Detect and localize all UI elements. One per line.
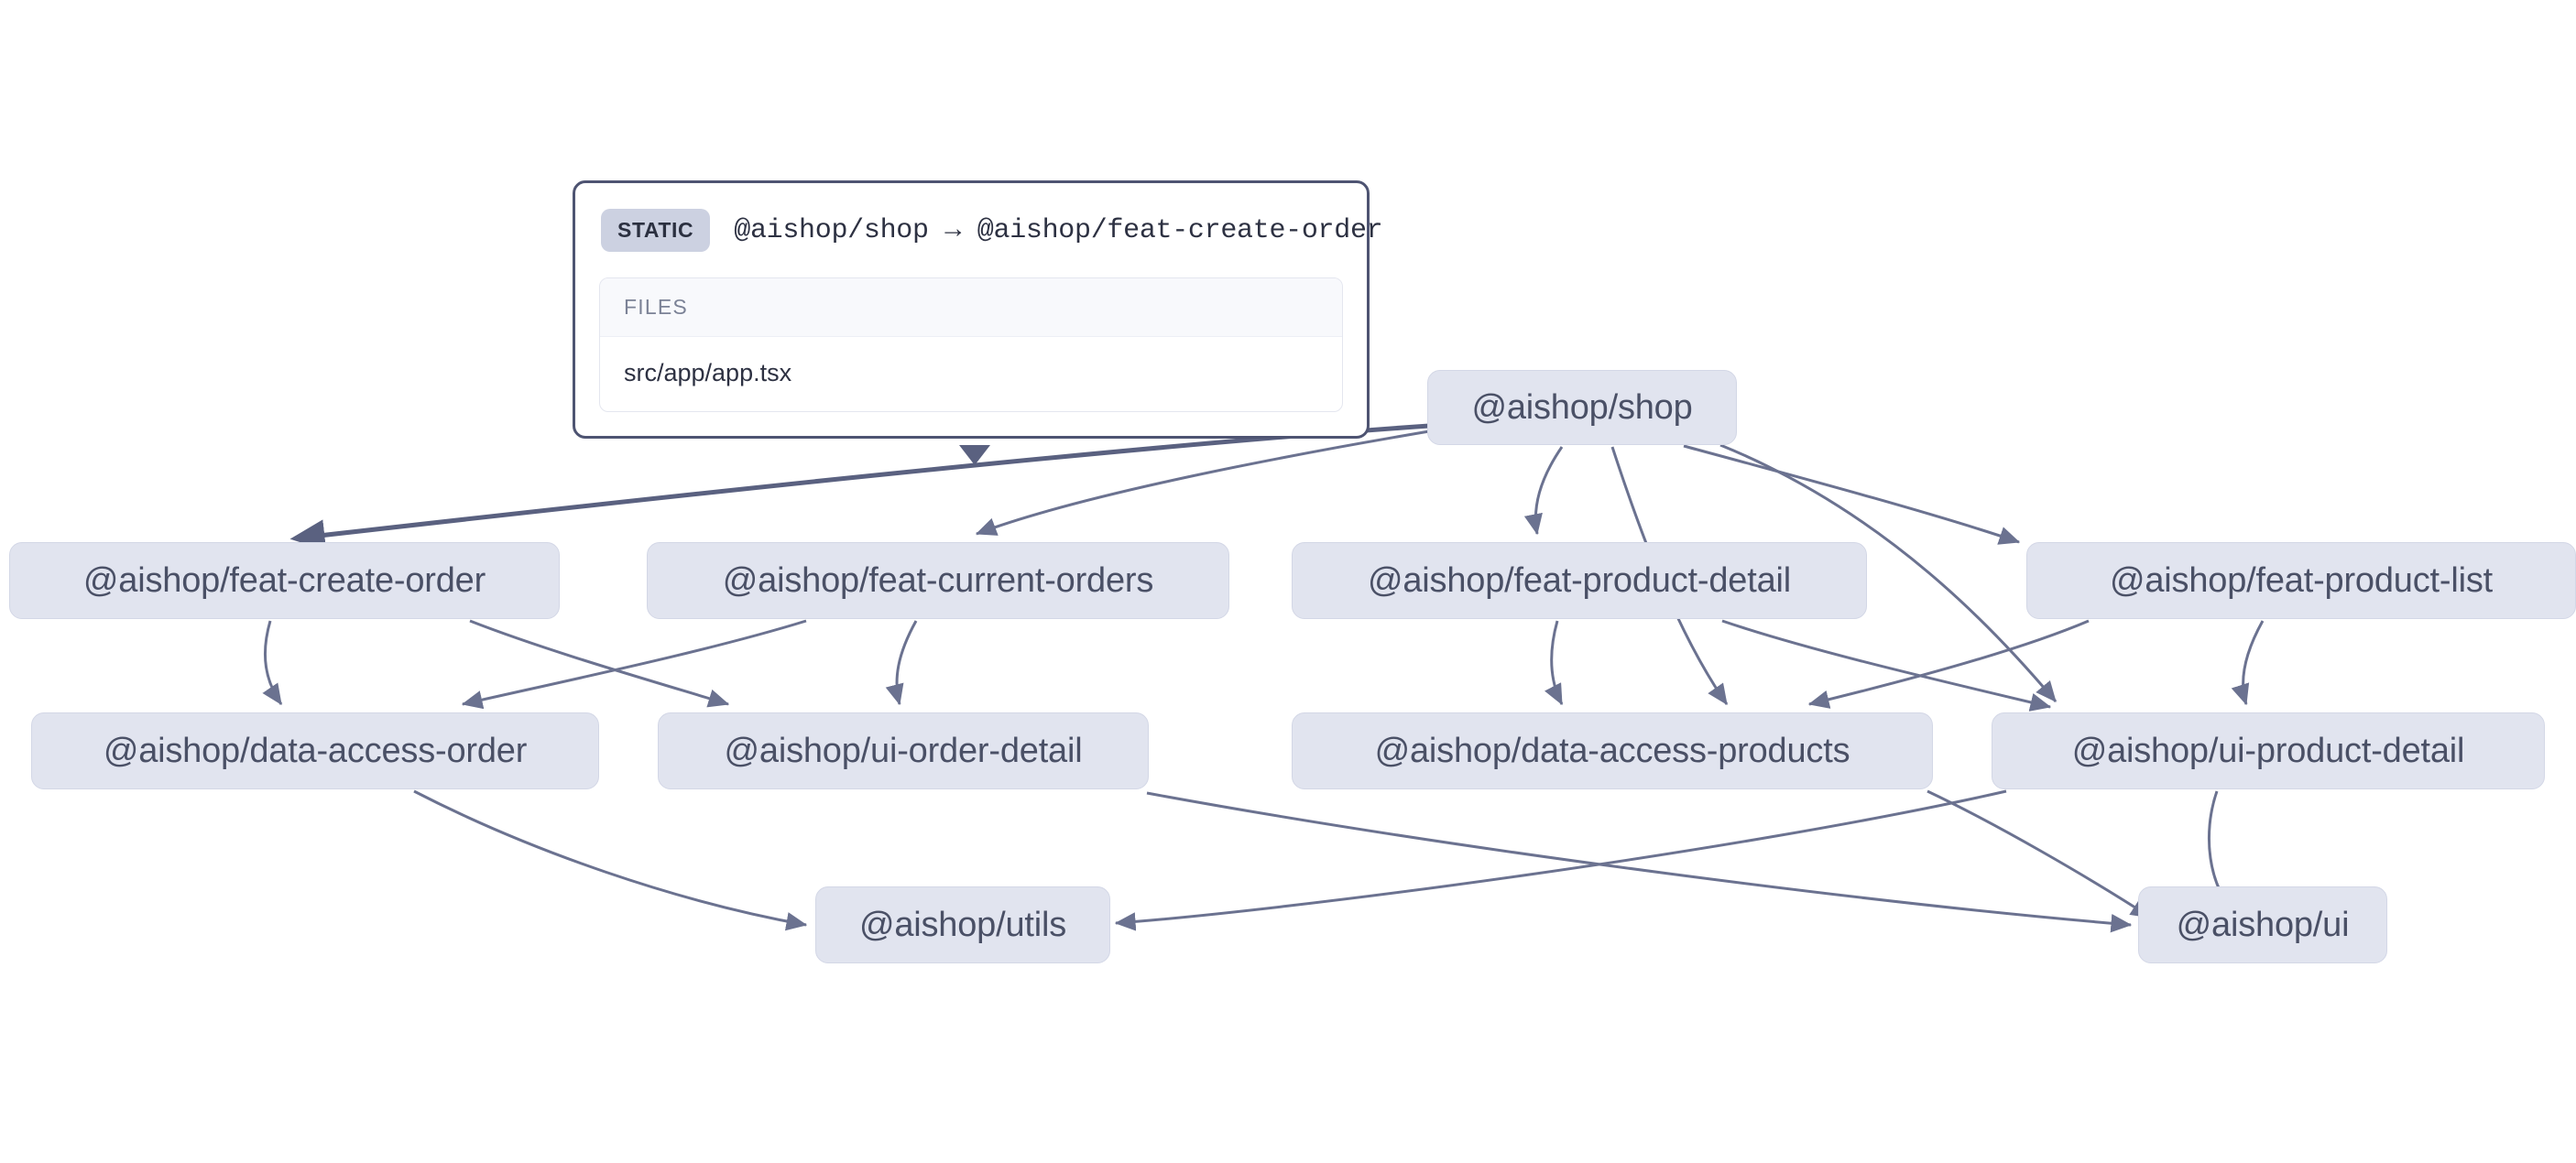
edge-data-access-order-utils bbox=[413, 789, 808, 931]
node-feat-current-orders[interactable]: @aishop/feat-current-orders bbox=[647, 542, 1229, 619]
edge-shop-feat-product-detail bbox=[1523, 446, 1564, 536]
file-list-item[interactable]: src/app/app.tsx bbox=[624, 359, 792, 386]
tooltip-pointer-icon bbox=[959, 445, 990, 465]
edge-feat-product-detail-data-access-products bbox=[1544, 620, 1564, 706]
edge-ui-order-detail-ui bbox=[1146, 791, 2133, 933]
edge-shop-feat-product-list bbox=[1683, 444, 2021, 545]
edge-data-access-products-ui bbox=[1927, 789, 2153, 919]
node-data-access-products[interactable]: @aishop/data-access-products bbox=[1292, 712, 1933, 789]
files-header: FILES bbox=[600, 278, 1342, 337]
node-label: @aishop/feat-create-order bbox=[82, 560, 486, 600]
node-label: @aishop/shop bbox=[1471, 387, 1693, 427]
node-utils[interactable]: @aishop/utils bbox=[815, 886, 1110, 963]
node-label: @aishop/feat-product-detail bbox=[1368, 560, 1791, 600]
tooltip-header: STATIC @aishop/shop → @aishop/feat-creat… bbox=[599, 205, 1383, 252]
edge-feat-product-list-ui-product-detail bbox=[2231, 620, 2265, 706]
node-shop[interactable]: @aishop/shop bbox=[1427, 370, 1737, 445]
node-label: @aishop/feat-product-list bbox=[2110, 560, 2493, 600]
edge-feat-product-detail-ui-product-detail bbox=[1721, 619, 2052, 712]
node-ui-product-detail[interactable]: @aishop/ui-product-detail bbox=[1992, 712, 2545, 789]
node-ui-order-detail[interactable]: @aishop/ui-order-detail bbox=[658, 712, 1149, 789]
node-label: @aishop/ui bbox=[2176, 905, 2350, 944]
node-label: @aishop/ui-product-detail bbox=[2071, 731, 2465, 770]
node-label: @aishop/ui-order-detail bbox=[724, 731, 1083, 770]
node-label: @aishop/data-access-order bbox=[103, 731, 528, 770]
status-badge: STATIC bbox=[601, 209, 711, 252]
node-label: @aishop/utils bbox=[858, 905, 1067, 944]
node-feat-create-order[interactable]: @aishop/feat-create-order bbox=[9, 542, 560, 619]
node-label: @aishop/data-access-products bbox=[1374, 731, 1850, 770]
edge-tooltip-card[interactable]: STATIC @aishop/shop → @aishop/feat-creat… bbox=[573, 180, 1383, 439]
edge-feat-current-orders-ui-order-detail bbox=[885, 620, 918, 706]
edge-shop-feat-create-order bbox=[289, 423, 1430, 551]
node-feat-product-list[interactable]: @aishop/feat-product-list bbox=[2026, 542, 2576, 619]
node-data-access-order[interactable]: @aishop/data-access-order bbox=[31, 712, 599, 789]
edge-feat-current-orders-data-access-order bbox=[461, 619, 807, 710]
node-feat-product-detail[interactable]: @aishop/feat-product-detail bbox=[1292, 542, 1867, 619]
edge-feat-create-order-ui-order-detail bbox=[469, 619, 730, 708]
files-panel: FILES src/app/app.tsx bbox=[599, 277, 1343, 412]
node-ui[interactable]: @aishop/ui bbox=[2138, 886, 2387, 963]
edge-feat-create-order-data-access-order bbox=[262, 620, 283, 705]
tooltip-title: @aishop/shop → @aishop/feat-create-order bbox=[734, 214, 1383, 246]
edge-feat-product-list-data-access-products bbox=[1807, 619, 2090, 709]
node-label: @aishop/feat-current-orders bbox=[722, 560, 1154, 600]
edge-ui-product-detail-utils bbox=[1114, 789, 2007, 931]
edge-shop-feat-current-orders bbox=[975, 429, 1435, 536]
